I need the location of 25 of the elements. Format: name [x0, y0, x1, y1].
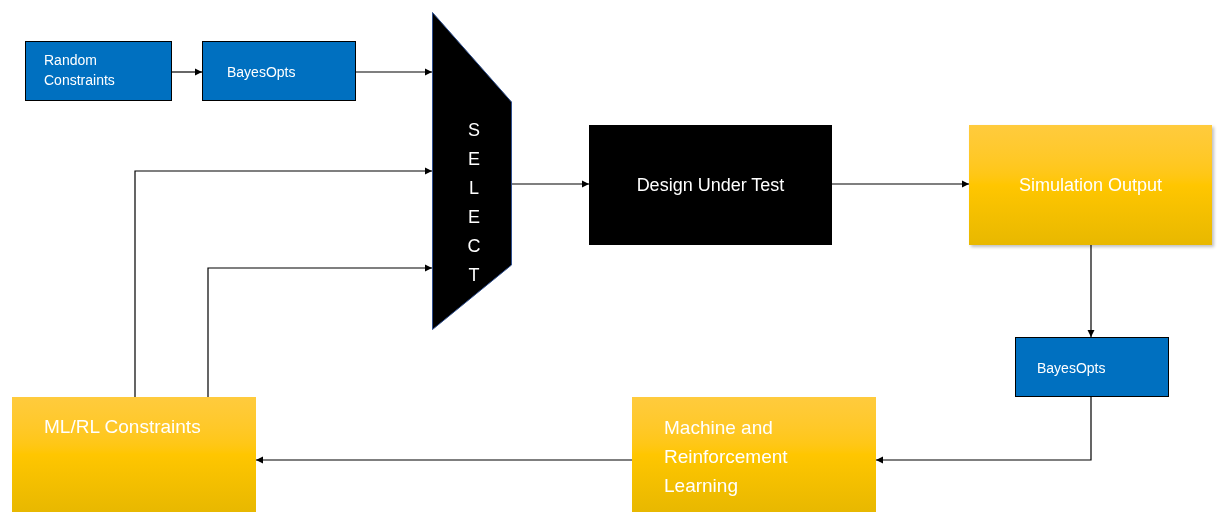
- arrow: [171, 68, 203, 76]
- process-box: [25, 41, 172, 101]
- process-box: [632, 397, 876, 512]
- box-label: BayesOpts: [226, 63, 297, 82]
- arrow: [134, 167, 433, 398]
- process-box: [12, 397, 256, 512]
- arrow: [875, 396, 1092, 464]
- process-box: [202, 41, 356, 101]
- box-label: Machine and Reinforcement Learning: [663, 416, 789, 498]
- arrow: [511, 180, 590, 188]
- process-box: [589, 125, 832, 245]
- box-label: Design Under Test: [636, 173, 785, 197]
- box-label: BayesOpts: [1036, 359, 1107, 378]
- arrow: [355, 68, 433, 76]
- process-box: [1015, 337, 1169, 397]
- box-label: Random Constraints: [43, 51, 116, 90]
- arrow: [831, 180, 970, 188]
- process-box: [969, 125, 1212, 245]
- arrow: [207, 264, 433, 398]
- box-label: ML/RL Constraints: [43, 415, 202, 439]
- vertical-label: SELECT: [466, 119, 482, 287]
- box-label: Simulation Output: [1018, 173, 1163, 197]
- select-trapezoid: [432, 12, 512, 330]
- arrow: [1087, 244, 1095, 338]
- arrow: [255, 456, 633, 464]
